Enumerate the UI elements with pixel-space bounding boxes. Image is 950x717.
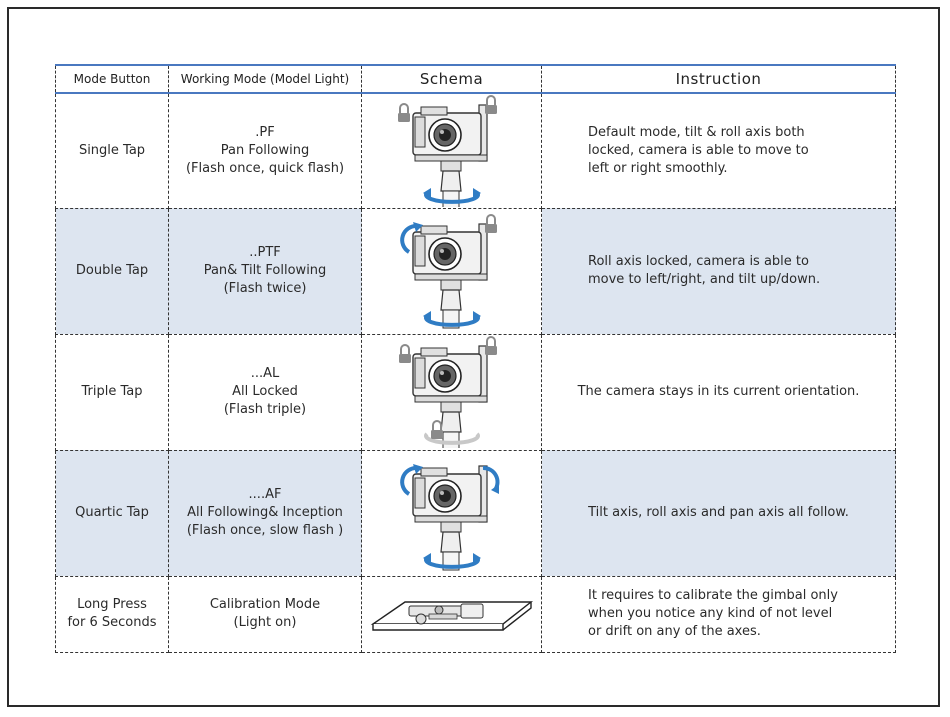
mode-name: Pan& Tilt Following <box>203 263 327 278</box>
calibration-plate-icon <box>370 601 533 631</box>
header-mode-button: Mode Button <box>55 64 169 94</box>
mode-button-label: for 6 Seconds <box>67 615 157 630</box>
instruction-line: move to left/right, and tilt up/down. <box>588 272 821 287</box>
mode-code: ..PTF <box>249 245 281 260</box>
instruction-line: The camera stays in its current orientat… <box>577 384 860 399</box>
table-row: Triple Tap ...AL All Locked (Flash tripl… <box>55 333 896 451</box>
rotation-arrow-icon <box>423 556 480 569</box>
gimbal-camera-icon <box>399 464 499 571</box>
schema-cell <box>361 575 542 653</box>
instruction-line: Roll axis locked, camera is able to <box>588 254 809 269</box>
mode-name: Pan Following <box>220 142 310 158</box>
lock-icon <box>483 214 498 234</box>
mode-button-label: Triple Tap <box>81 384 143 399</box>
mode-button-cell: Triple Tap <box>55 333 169 451</box>
mode-light: (Flash twice) <box>223 281 307 296</box>
mode-button-cell: Single Tap <box>55 92 169 209</box>
instruction-line: locked, camera is able to move to <box>588 142 809 158</box>
gimbal-camera-icon <box>396 94 498 207</box>
mode-button-label: Quartic Tap <box>75 505 149 520</box>
header-working-mode: Working Mode (Model Light) <box>168 64 362 94</box>
instruction-cell: Roll axis locked, camera is able to move… <box>541 207 896 335</box>
header-instruction: Instruction <box>541 64 896 94</box>
rotation-arrow-icon <box>399 466 417 496</box>
mode-button-cell: Long Press for 6 Seconds <box>55 575 169 653</box>
schema-cell <box>361 92 542 209</box>
instruction-line: Default mode, tilt & roll axis both <box>588 124 805 140</box>
instruction-line: when you notice any kind of not level <box>588 606 833 621</box>
instruction-line: or drift on any of the axes. <box>588 624 761 639</box>
instruction-line: left or right smoothly. <box>588 160 728 176</box>
mode-light: (Flash triple) <box>223 402 307 417</box>
working-mode-cell: ...AL All Locked (Flash triple) <box>168 333 362 451</box>
mode-light: (Light on) <box>233 615 297 630</box>
schema-cell <box>361 333 542 451</box>
mode-light: (Flash once, quick flash) <box>185 160 345 176</box>
table-header-row: Mode Button Working Mode (Model Light) S… <box>55 64 896 94</box>
page-frame <box>7 7 940 707</box>
gimbal-camera-icon <box>397 336 498 448</box>
instruction-line: It requires to calibrate the gimbal only <box>588 588 838 603</box>
working-mode-cell: Calibration Mode (Light on) <box>168 575 362 653</box>
schema-cell <box>361 449 542 577</box>
mode-button-cell: Double Tap <box>55 207 169 335</box>
instruction-cell: The camera stays in its current orientat… <box>541 333 896 451</box>
table-row: Long Press for 6 Seconds Calibration Mod… <box>55 575 896 653</box>
instruction-cell: It requires to calibrate the gimbal only… <box>541 575 896 653</box>
mode-button-label: Single Tap <box>78 142 146 158</box>
rotation-arrow-icon <box>423 314 480 327</box>
lock-icon <box>483 94 498 115</box>
lock-icon <box>396 102 411 123</box>
mode-name: Calibration Mode <box>209 597 321 612</box>
table-row: Double Tap ..PTF Pan& Tilt Following (Fl… <box>55 207 896 335</box>
gimbal-modes-table: Mode Button Working Mode (Model Light) S… <box>55 64 896 653</box>
lock-icon <box>429 420 444 440</box>
mode-button-label: Double Tap <box>75 263 149 278</box>
table-row: Single Tap .PF Pan Following (Flash once… <box>55 92 896 209</box>
mode-name: All Following& Inception <box>187 505 343 520</box>
rotation-arrow-icon <box>423 191 480 204</box>
instruction-cell: Default mode, tilt & roll axis both lock… <box>541 92 896 209</box>
instruction-line: Tilt axis, roll axis and pan axis all fo… <box>588 505 849 520</box>
instruction-cell: Tilt axis, roll axis and pan axis all fo… <box>541 449 896 577</box>
mode-name: All Locked <box>232 384 298 399</box>
lock-icon <box>397 344 412 364</box>
working-mode-cell: ..PTF Pan& Tilt Following (Flash twice) <box>168 207 362 335</box>
mode-code: ....AF <box>248 487 282 502</box>
mode-code: .PF <box>255 124 275 140</box>
mode-button-label: Long Press <box>77 597 147 612</box>
schema-cell <box>361 207 542 335</box>
header-schema: Schema <box>361 64 542 94</box>
table-row: Quartic Tap ....AF All Following& Incept… <box>55 449 896 577</box>
gimbal-camera-icon <box>399 214 498 329</box>
working-mode-cell: ....AF All Following& Inception (Flash o… <box>168 449 362 577</box>
working-mode-cell: .PF Pan Following (Flash once, quick fla… <box>168 92 362 209</box>
lock-icon <box>483 336 498 356</box>
mode-code: ...AL <box>250 366 280 381</box>
rotation-arrow-icon <box>399 224 417 254</box>
mode-button-cell: Quartic Tap <box>55 449 169 577</box>
mode-light: (Flash once, slow flash ) <box>186 523 344 538</box>
